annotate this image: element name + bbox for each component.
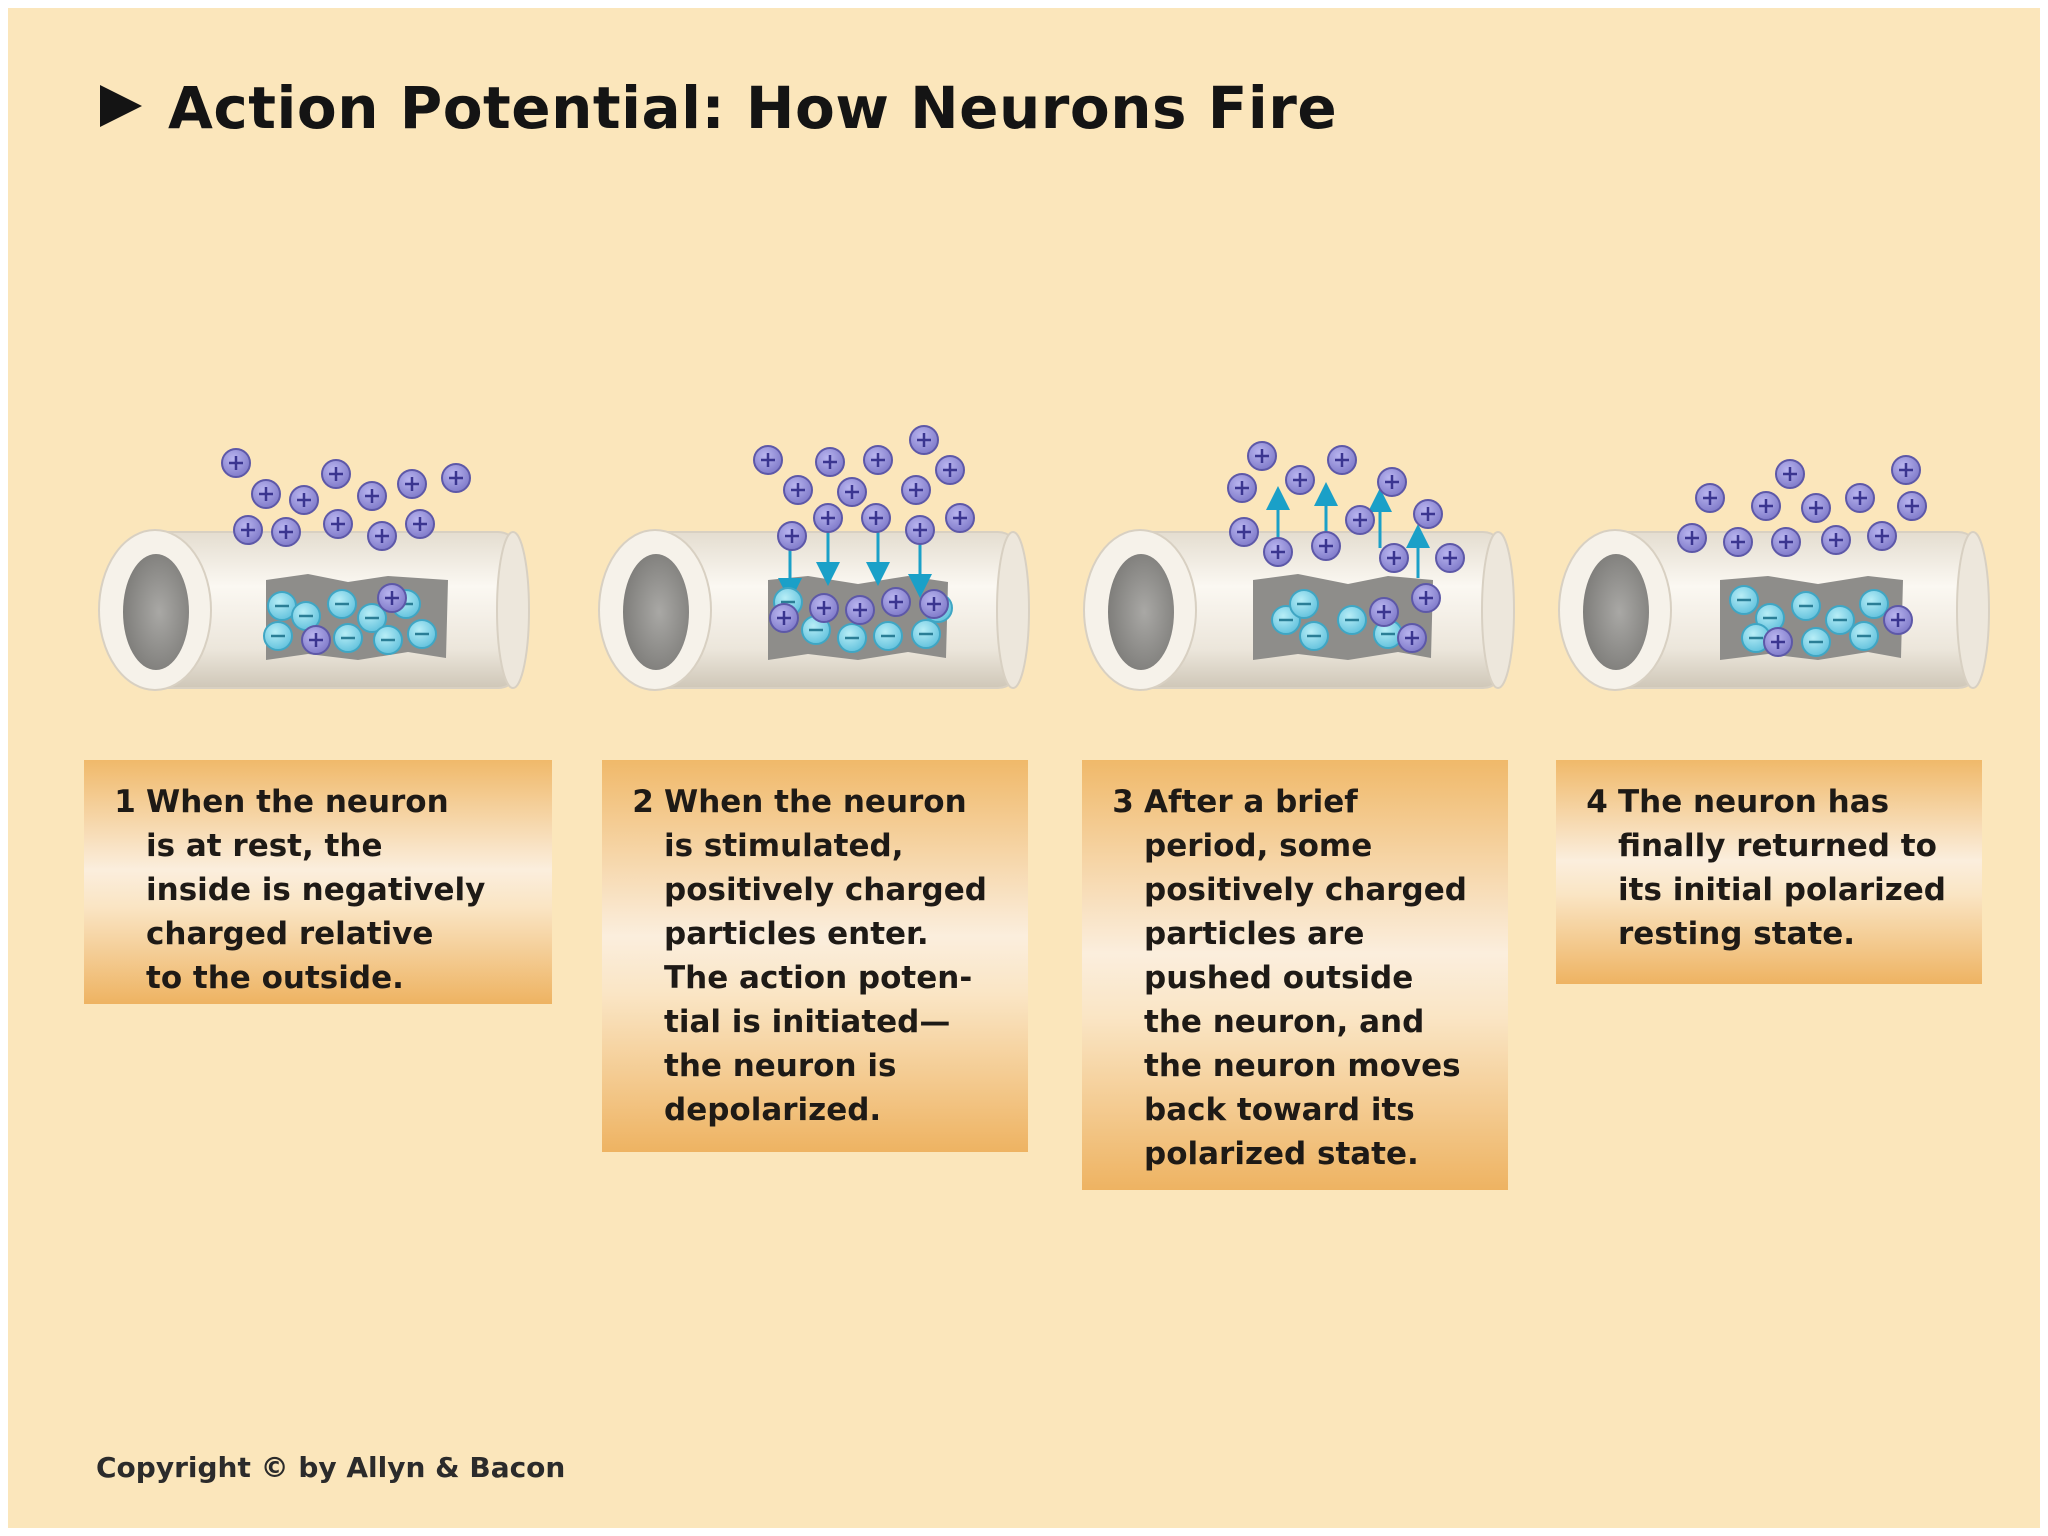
- minus-ion-icon: [357, 603, 387, 633]
- step-description: When the neuron is at rest, the inside i…: [146, 784, 486, 996]
- plus-ion-icon: [909, 425, 939, 455]
- plus-ion-icon: [1801, 493, 1831, 523]
- plus-ion-icon: [1751, 491, 1781, 521]
- plus-ion-icon: [1897, 491, 1927, 521]
- copyright-notice: Copyright © by Allyn & Bacon: [96, 1451, 566, 1484]
- step-caption-1: 1 When the neuron is at rest, the inside…: [84, 760, 552, 1004]
- plus-ion-icon: [1327, 445, 1357, 475]
- plus-ion-icon: [1247, 441, 1277, 471]
- plus-ion-icon: [221, 448, 251, 478]
- plus-ion-icon: [301, 625, 331, 655]
- minus-ion-icon: [801, 615, 831, 645]
- plus-ion-icon: [1883, 605, 1913, 635]
- minus-ion-icon: [333, 623, 363, 653]
- minus-ion-icon: [1801, 627, 1831, 657]
- plus-ion-icon: [1435, 543, 1465, 573]
- step-number: 3: [1112, 784, 1134, 820]
- step-caption-4: 4 The neuron has finally returned to its…: [1556, 760, 1982, 984]
- plus-ion-icon: [289, 485, 319, 515]
- plus-ion-icon: [1379, 543, 1409, 573]
- plus-ion-icon: [1763, 627, 1793, 657]
- plus-ion-icon: [1821, 525, 1851, 555]
- step-description: The neuron has finally returned to its i…: [1618, 784, 1946, 952]
- plus-ion-icon: [441, 463, 471, 493]
- plus-ion-icon: [271, 517, 301, 547]
- plus-ion-icon: [809, 593, 839, 623]
- step-caption-2: 2 When the neuron is stimulated, positiv…: [602, 760, 1028, 1152]
- minus-ion-icon: [1299, 621, 1329, 651]
- minus-ion-icon: [407, 619, 437, 649]
- step-number: 4: [1586, 784, 1608, 820]
- minus-ion-icon: [1825, 605, 1855, 635]
- plus-ion-icon: [1891, 455, 1921, 485]
- plus-ion-icon: [945, 503, 975, 533]
- play-arrow-icon: [98, 83, 144, 133]
- step-description: After a brief period, some positively ch…: [1144, 784, 1467, 1172]
- plus-ion-icon: [1377, 467, 1407, 497]
- minus-ion-icon: [911, 619, 941, 649]
- plus-ion-icon: [753, 445, 783, 475]
- minus-ion-icon: [837, 623, 867, 653]
- plus-ion-icon: [783, 475, 813, 505]
- plus-ion-icon: [1723, 527, 1753, 557]
- plus-ion-icon: [397, 469, 427, 499]
- minus-ion-icon: [873, 621, 903, 651]
- step-number: 2: [632, 784, 654, 820]
- minus-ion-icon: [1729, 585, 1759, 615]
- plus-ion-icon: [1227, 473, 1257, 503]
- plus-ion-icon: [901, 475, 931, 505]
- plus-ion-icon: [845, 595, 875, 625]
- plus-ion-icon: [861, 503, 891, 533]
- plus-ion-icon: [813, 503, 843, 533]
- plus-ion-icon: [905, 515, 935, 545]
- minus-ion-icon: [373, 625, 403, 655]
- plus-ion-icon: [1867, 521, 1897, 551]
- minus-ion-icon: [263, 621, 293, 651]
- plus-ion-icon: [935, 455, 965, 485]
- plus-ion-icon: [377, 583, 407, 613]
- step-number: 1: [114, 784, 136, 820]
- plus-ion-icon: [1263, 537, 1293, 567]
- plus-ion-icon: [251, 479, 281, 509]
- plus-ion-icon: [1397, 623, 1427, 653]
- minus-ion-icon: [1337, 605, 1367, 635]
- plus-ion-icon: [815, 447, 845, 477]
- plus-ion-icon: [1229, 517, 1259, 547]
- plus-ion-icon: [1285, 465, 1315, 495]
- step-caption-3: 3 After a brief period, some positively …: [1082, 760, 1508, 1190]
- plus-ion-icon: [777, 521, 807, 551]
- plus-ion-icon: [1771, 527, 1801, 557]
- minus-ion-icon: [1791, 591, 1821, 621]
- plus-ion-icon: [863, 445, 893, 475]
- plus-ion-icon: [1345, 505, 1375, 535]
- plus-ion-icon: [919, 589, 949, 619]
- plus-ion-icon: [837, 477, 867, 507]
- minus-ion-icon: [327, 589, 357, 619]
- title-text: Action Potential: How Neurons Fire: [168, 74, 1338, 142]
- plus-ion-icon: [323, 509, 353, 539]
- plus-ion-icon: [233, 515, 263, 545]
- minus-ion-icon: [1859, 589, 1889, 619]
- step-description: When the neuron is stimulated, positivel…: [664, 784, 987, 1128]
- minus-ion-icon: [1289, 589, 1319, 619]
- plus-ion-icon: [1369, 597, 1399, 627]
- plus-ion-icon: [367, 521, 397, 551]
- neuron-illustration: [98, 425, 1990, 691]
- plus-ion-icon: [405, 509, 435, 539]
- diagram-background: Action Potential: How Neurons Fire: [8, 8, 2040, 1528]
- plus-ion-icon: [1845, 483, 1875, 513]
- plus-ion-icon: [321, 459, 351, 489]
- ions: [221, 425, 1927, 657]
- plus-ion-icon: [769, 603, 799, 633]
- plus-ion-icon: [1677, 523, 1707, 553]
- minus-ion-icon: [1849, 621, 1879, 651]
- plus-ion-icon: [1775, 459, 1805, 489]
- plus-ion-icon: [1411, 583, 1441, 613]
- plus-ion-icon: [881, 587, 911, 617]
- plus-ion-icon: [1413, 499, 1443, 529]
- plus-ion-icon: [357, 481, 387, 511]
- plus-ion-icon: [1695, 483, 1725, 513]
- page-title: Action Potential: How Neurons Fire: [98, 74, 1337, 142]
- plus-ion-icon: [1311, 531, 1341, 561]
